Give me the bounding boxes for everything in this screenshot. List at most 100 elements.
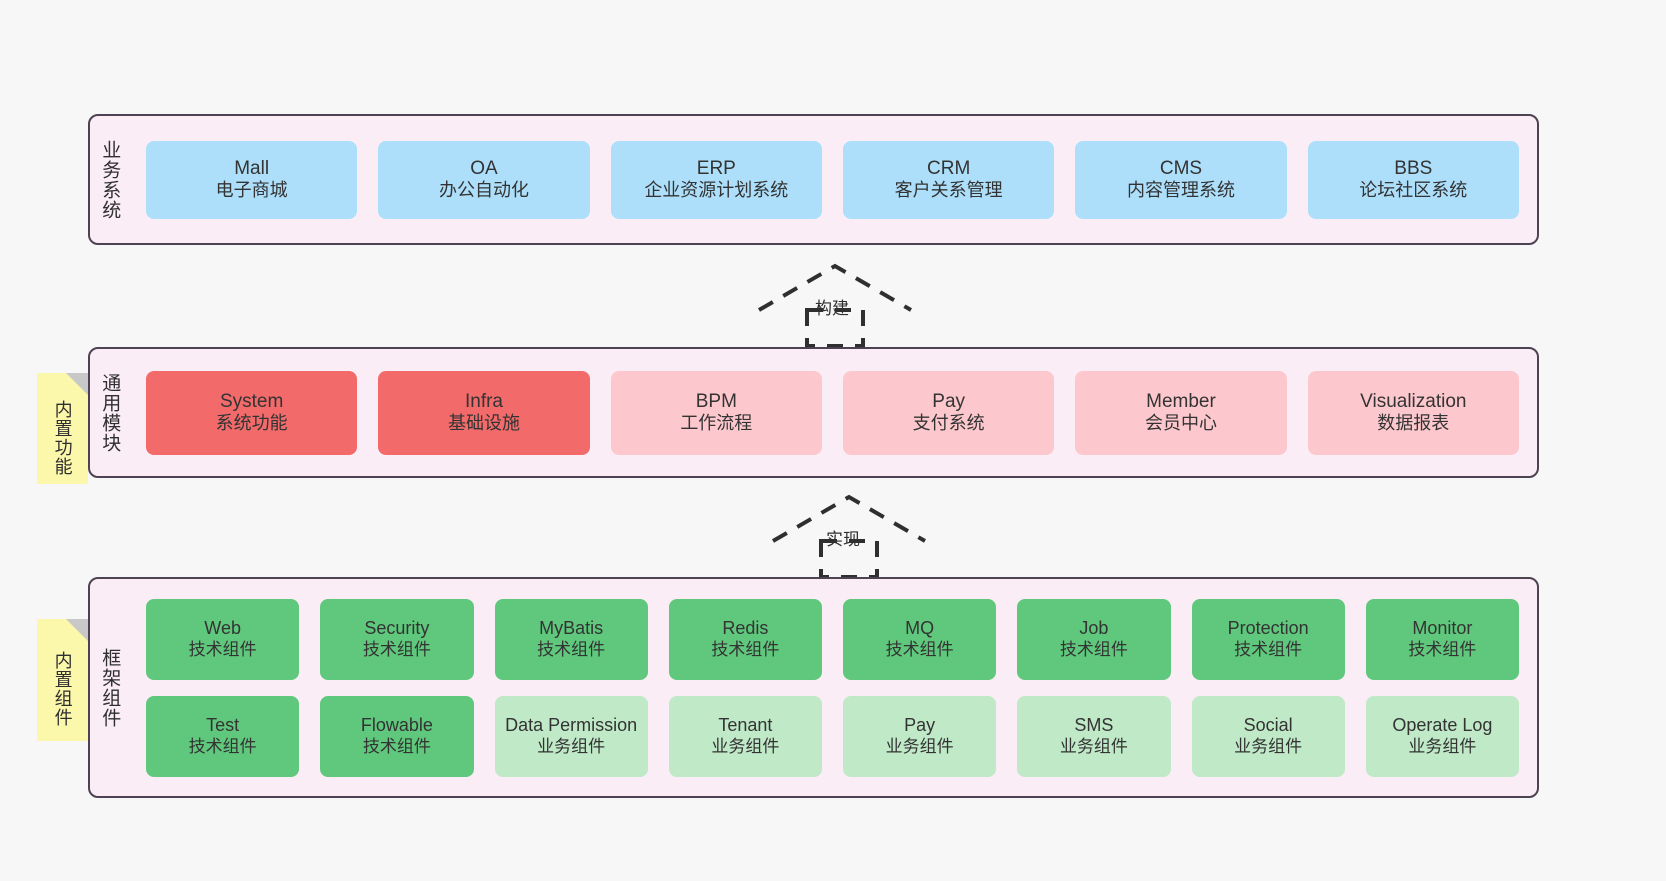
layer-title-framework: 框架组件 <box>99 647 121 728</box>
layer-title-common: 通用模块 <box>99 372 121 453</box>
module-card-crm[interactable]: CRM 客户关系管理 <box>842 140 1055 219</box>
card-subtitle: 技术组件 <box>1408 639 1477 659</box>
card-subtitle: 办公自动化 <box>438 180 529 201</box>
card-row: System 系统功能 Infra 基础设施 BPM 工作流程 Pay 支付系统… <box>146 370 1519 455</box>
card-subtitle: 基础设施 <box>447 413 520 434</box>
module-card-pay-business[interactable]: Pay 业务组件 <box>843 695 997 777</box>
card-subtitle: 技术组件 <box>362 736 431 756</box>
card-name: Member <box>1146 390 1216 412</box>
dashed-generalization-arrow-icon <box>757 263 913 348</box>
card-subtitle: 业务组件 <box>1059 736 1128 756</box>
card-name: Pay <box>904 714 936 735</box>
card-name: Infra <box>464 390 503 412</box>
card-name: System <box>219 390 284 412</box>
module-card-security[interactable]: Security 技术组件 <box>320 598 474 680</box>
module-card-oa[interactable]: OA 办公自动化 <box>378 140 590 219</box>
card-name: OA <box>470 157 498 179</box>
module-card-tenant[interactable]: Tenant 业务组件 <box>668 695 822 777</box>
module-card-erp[interactable]: ERP 企业资源计划系统 <box>610 140 822 219</box>
card-row: Test 技术组件 Flowable 技术组件 Data Permission … <box>146 695 1519 777</box>
card-subtitle: 支付系统 <box>912 413 985 434</box>
layer-body-business: Mall 电子商城 OA 办公自动化 ERP 企业资源计划系统 CRM 客户关系… <box>128 116 1537 243</box>
layer-body-common: System 系统功能 Infra 基础设施 BPM 工作流程 Pay 支付系统… <box>128 349 1537 476</box>
module-card-redis[interactable]: Redis 技术组件 <box>668 598 822 680</box>
module-card-test[interactable]: Test 技术组件 <box>146 695 300 777</box>
card-subtitle: 企业资源计划系统 <box>644 180 789 201</box>
card-row: Mall 电子商城 OA 办公自动化 ERP 企业资源计划系统 CRM 客户关系… <box>146 140 1519 219</box>
note-label: 内置组件 <box>52 651 73 727</box>
card-name: Protection <box>1227 617 1309 638</box>
module-card-member[interactable]: Member 会员中心 <box>1075 370 1287 455</box>
connector-label-build: 构建 <box>815 299 849 318</box>
module-card-social[interactable]: Social 业务组件 <box>1191 695 1345 777</box>
sticky-note-builtin-component: 内置组件 <box>37 619 88 741</box>
note-label: 内置功能 <box>52 399 73 476</box>
layer-title-business: 业务系统 <box>99 139 121 220</box>
module-card-monitor[interactable]: Monitor 技术组件 <box>1365 598 1519 680</box>
note-fold-corner-icon <box>66 373 88 395</box>
module-card-mybatis[interactable]: MyBatis 技术组件 <box>494 598 648 680</box>
card-name: CRM <box>927 157 971 179</box>
card-subtitle: 业务组件 <box>1408 736 1477 756</box>
card-name: Visualization <box>1360 390 1467 412</box>
card-name: ERP <box>696 157 736 179</box>
card-subtitle: 工作流程 <box>680 413 753 434</box>
connector-label-implement: 实现 <box>826 530 860 549</box>
card-subtitle: 数据报表 <box>1377 413 1450 434</box>
module-card-sms[interactable]: SMS 业务组件 <box>1017 695 1171 777</box>
card-name: Job <box>1079 617 1109 638</box>
module-card-data-permission[interactable]: Data Permission 业务组件 <box>494 695 648 777</box>
module-card-job[interactable]: Job 技术组件 <box>1017 598 1171 680</box>
note-fold-corner-icon <box>66 619 88 641</box>
layer-body-framework: Web 技术组件 Security 技术组件 MyBatis 技术组件 Redi… <box>128 579 1537 796</box>
module-card-protection[interactable]: Protection 技术组件 <box>1191 598 1345 680</box>
layer-panel-framework: 框架组件 Web 技术组件 Security 技术组件 MyBatis 技术组件… <box>88 577 1539 798</box>
module-card-infra[interactable]: Infra 基础设施 <box>378 370 590 455</box>
card-subtitle: 内容管理系统 <box>1126 180 1235 201</box>
card-name: Security <box>364 617 430 638</box>
card-name: Monitor <box>1412 617 1473 638</box>
module-card-visualization[interactable]: Visualization 数据报表 <box>1307 370 1519 455</box>
card-subtitle: 客户关系管理 <box>894 180 1003 201</box>
module-card-pay[interactable]: Pay 支付系统 <box>842 370 1055 455</box>
module-card-system[interactable]: System 系统功能 <box>146 370 358 455</box>
card-name: Test <box>206 714 240 735</box>
sticky-note-builtin-function: 内置功能 <box>37 373 88 484</box>
card-row: Web 技术组件 Security 技术组件 MyBatis 技术组件 Redi… <box>146 598 1519 680</box>
card-name: Tenant <box>718 714 773 735</box>
card-name: MyBatis <box>539 617 604 638</box>
card-subtitle: 业务组件 <box>711 736 780 756</box>
module-card-flowable[interactable]: Flowable 技术组件 <box>320 695 474 777</box>
card-name: BBS <box>1394 157 1433 179</box>
card-name: SMS <box>1074 714 1114 735</box>
card-subtitle: 技术组件 <box>537 639 606 659</box>
card-subtitle: 会员中心 <box>1144 413 1217 434</box>
connector-build: 构建 <box>755 258 915 348</box>
card-subtitle: 技术组件 <box>362 639 431 659</box>
card-subtitle: 电子商城 <box>215 180 288 201</box>
card-name: Flowable <box>360 714 433 735</box>
card-name: Web <box>204 617 241 638</box>
module-card-bpm[interactable]: BPM 工作流程 <box>610 370 822 455</box>
card-subtitle: 论坛社区系统 <box>1359 180 1468 201</box>
card-subtitle: 技术组件 <box>1059 639 1128 659</box>
connector-implement: 实现 <box>769 489 929 579</box>
module-card-operate-log[interactable]: Operate Log 业务组件 <box>1365 695 1519 777</box>
module-card-mq[interactable]: MQ 技术组件 <box>843 598 997 680</box>
card-subtitle: 业务组件 <box>1234 736 1303 756</box>
card-name: Social <box>1243 714 1293 735</box>
card-subtitle: 业务组件 <box>537 736 606 756</box>
module-card-bbs[interactable]: BBS 论坛社区系统 <box>1307 140 1519 219</box>
module-card-mall[interactable]: Mall 电子商城 <box>146 140 358 219</box>
module-card-cms[interactable]: CMS 内容管理系统 <box>1075 140 1287 219</box>
card-subtitle: 技术组件 <box>188 736 257 756</box>
card-subtitle: 技术组件 <box>188 639 257 659</box>
card-subtitle: 技术组件 <box>711 639 780 659</box>
card-name: BPM <box>695 390 737 412</box>
module-card-web[interactable]: Web 技术组件 <box>146 598 300 680</box>
card-name: Pay <box>932 390 966 412</box>
card-name: Mall <box>234 157 270 179</box>
card-subtitle: 技术组件 <box>1234 639 1303 659</box>
card-name: Redis <box>722 617 769 638</box>
card-subtitle: 系统功能 <box>215 413 288 434</box>
